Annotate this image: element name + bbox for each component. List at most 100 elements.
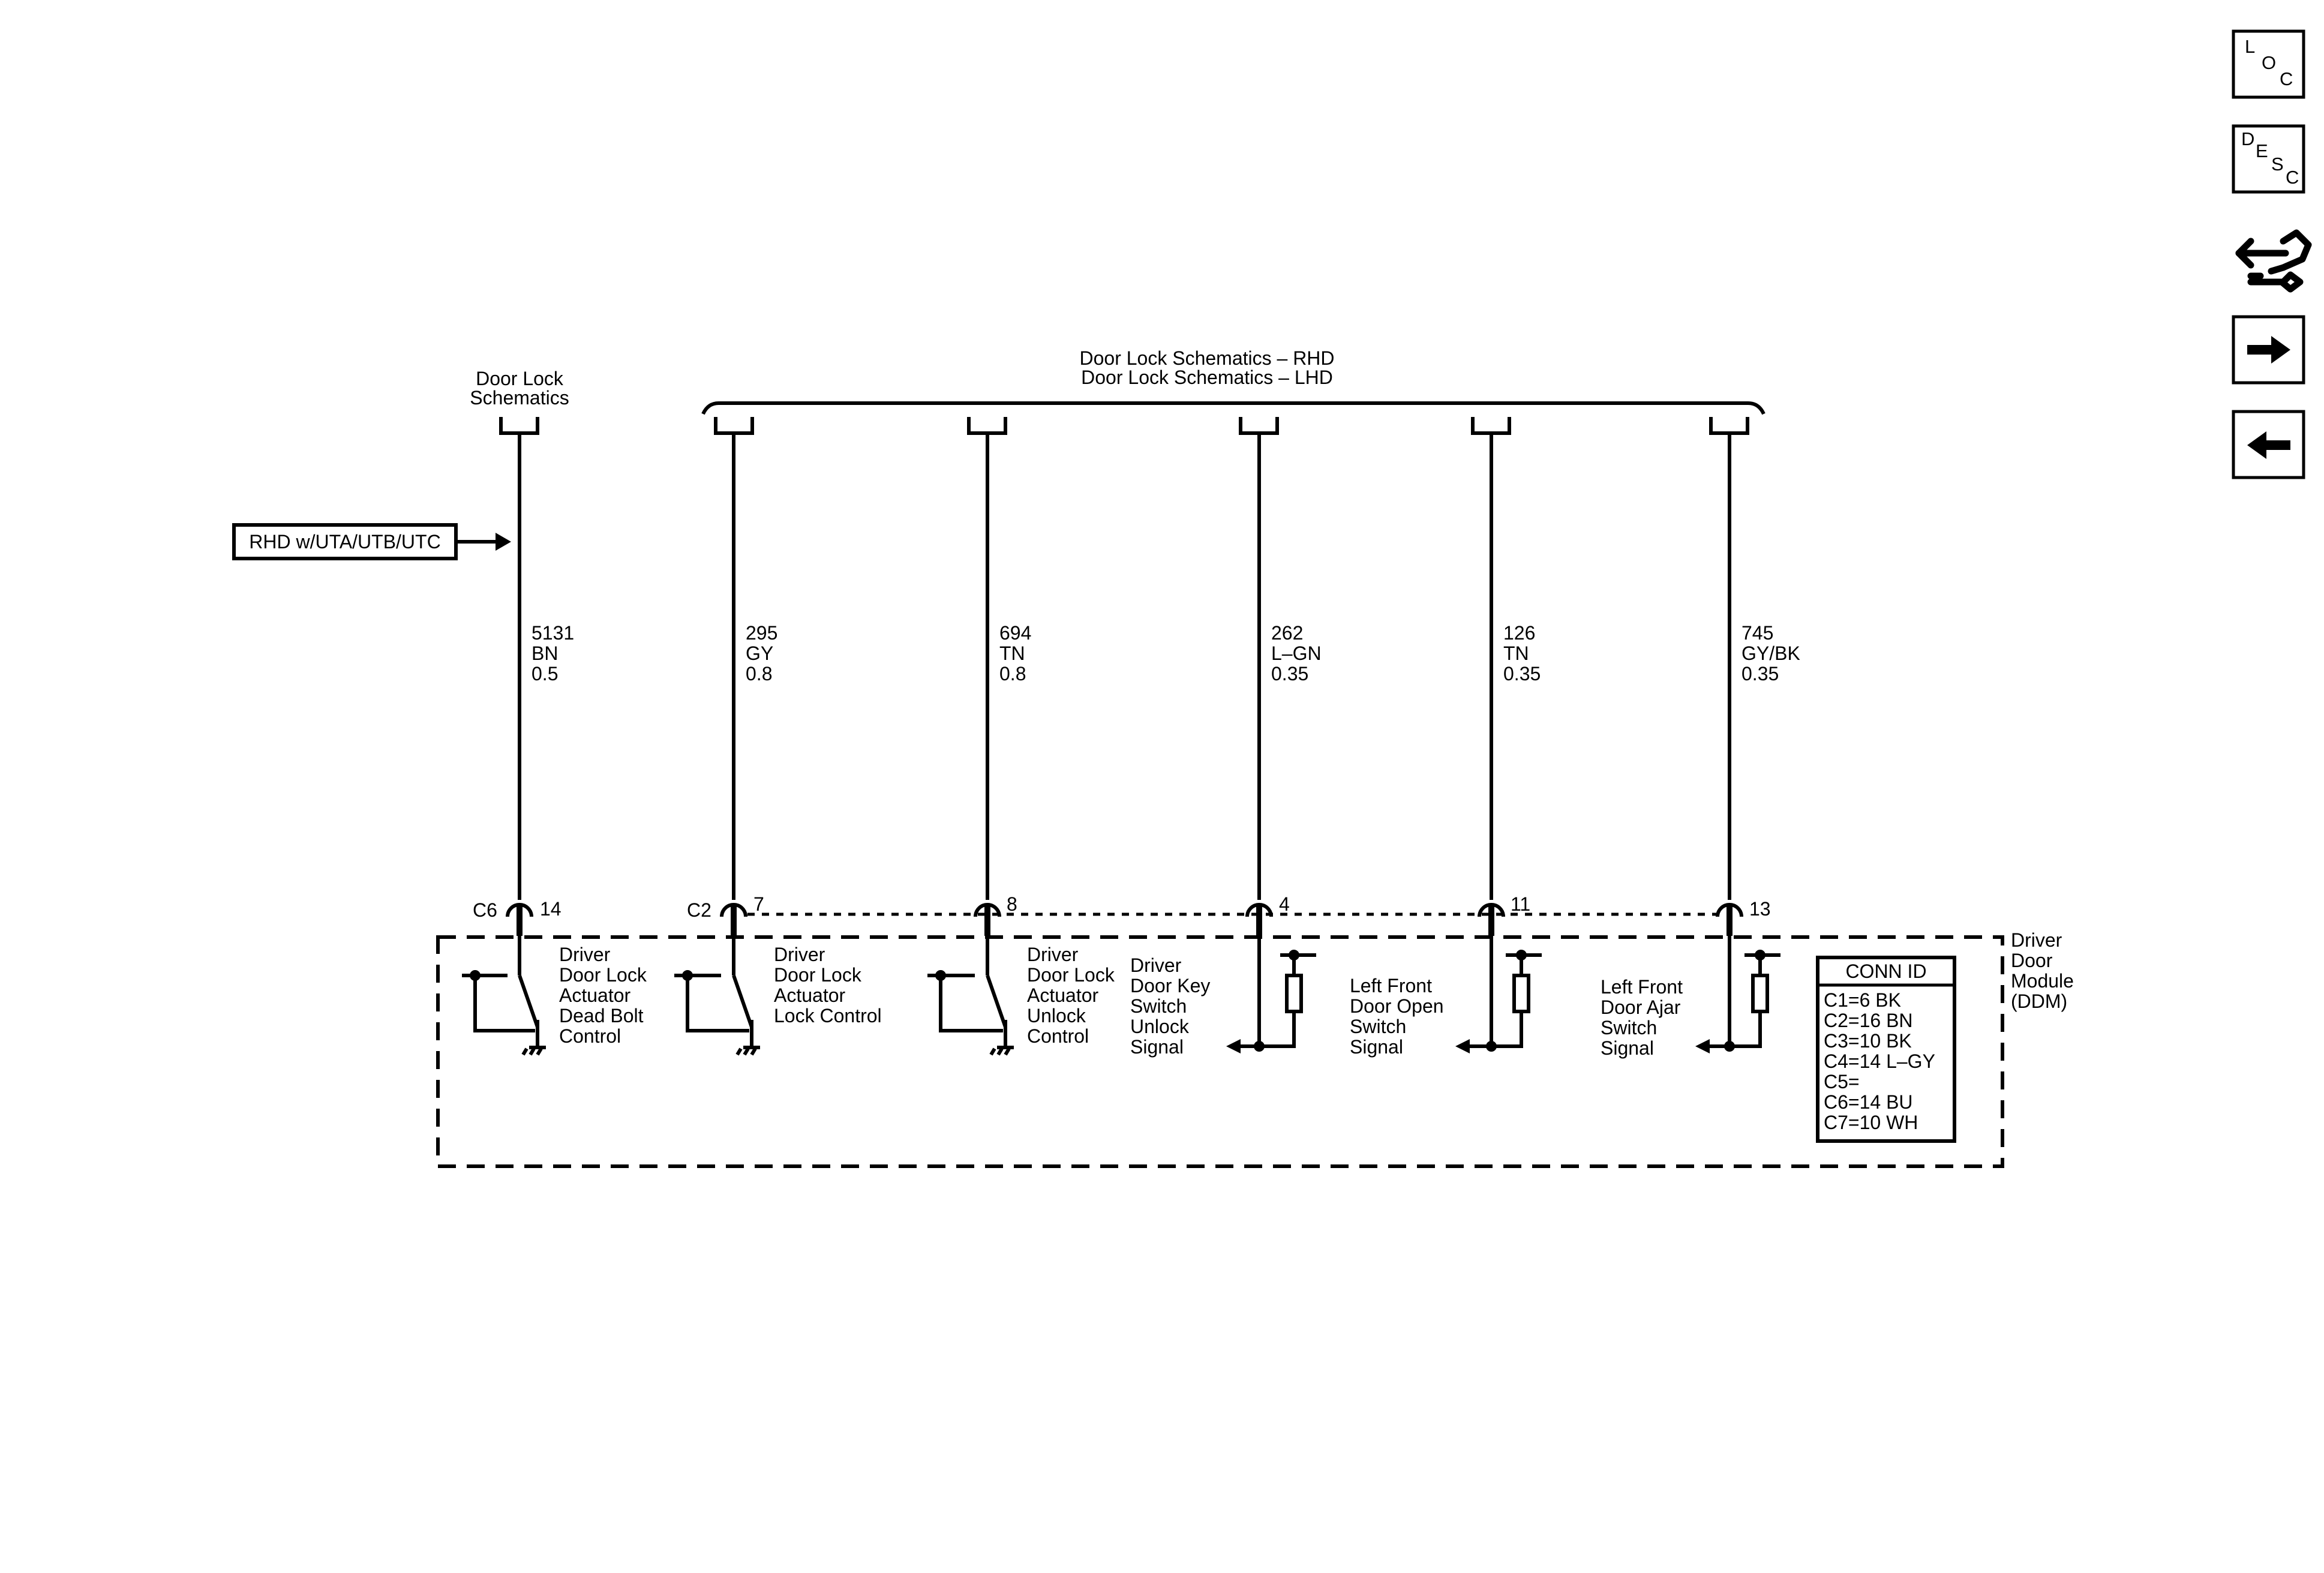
pin-label-7: 7 bbox=[753, 893, 764, 915]
svg-text:(DDM): (DDM) bbox=[2011, 990, 2067, 1012]
svg-text:Control: Control bbox=[559, 1025, 621, 1047]
wire-2-circuit: 295 bbox=[746, 622, 777, 644]
module-label: Driver Door Module (DDM) bbox=[2011, 929, 2074, 1012]
previous-page-button[interactable] bbox=[2232, 410, 2305, 479]
desc-letter-c: C bbox=[2286, 167, 2299, 188]
desc-letter-s: S bbox=[2271, 154, 2284, 175]
conn-id-rows: C1=6 BK C2=16 BN C3=10 BK C4=14 L–GY C5=… bbox=[1824, 989, 1935, 1133]
module-boundary bbox=[436, 935, 2004, 1168]
svg-text:Signal: Signal bbox=[1350, 1036, 1403, 1058]
svg-text:Control: Control bbox=[1027, 1025, 1089, 1047]
svg-text:Lock Control: Lock Control bbox=[774, 1005, 882, 1026]
left-reference-line1[interactable]: Door Lock bbox=[476, 368, 564, 389]
svg-text:Actuator: Actuator bbox=[774, 984, 846, 1006]
connector-c2-label: C2 bbox=[687, 899, 711, 921]
function-label-door-ajar: Left Front Door Ajar Switch Signal bbox=[1601, 976, 1683, 1059]
function-label-unlock-control: Driver Door Lock Actuator Unlock Control bbox=[1027, 944, 1115, 1047]
svg-text:Unlock: Unlock bbox=[1027, 1005, 1086, 1026]
svg-text:Driver: Driver bbox=[559, 944, 611, 965]
function-label-door-open: Left Front Door Open Switch Signal bbox=[1350, 975, 1444, 1058]
svg-text:Driver: Driver bbox=[2011, 929, 2062, 951]
wire-4-gauge: 0.35 bbox=[1271, 663, 1308, 685]
conn-id-title: CONN ID bbox=[1845, 960, 1926, 982]
function-label-dead-bolt: Driver Door Lock Actuator Dead Bolt Cont… bbox=[559, 944, 647, 1047]
desc-letter-d: D bbox=[2241, 128, 2254, 149]
pin-label-4: 4 bbox=[1279, 893, 1290, 915]
wire-1-gauge: 0.5 bbox=[532, 663, 558, 685]
pin-label-13: 13 bbox=[1749, 898, 1771, 920]
wire-5-color: TN bbox=[1503, 643, 1529, 664]
loc-letter-c: C bbox=[2280, 68, 2293, 89]
svg-text:Door Key: Door Key bbox=[1130, 975, 1210, 996]
output-switches bbox=[462, 936, 1014, 1056]
reference-stubs bbox=[499, 417, 1749, 435]
pin-label-14: 14 bbox=[540, 898, 562, 920]
svg-text:Door Ajar: Door Ajar bbox=[1601, 996, 1681, 1018]
wire-2-color: GY bbox=[746, 643, 773, 664]
connector-end-view-icon[interactable] bbox=[2235, 229, 2312, 293]
svg-text:C5=: C5= bbox=[1824, 1071, 1860, 1092]
pin-label-8: 8 bbox=[1007, 893, 1017, 915]
loc-button[interactable] bbox=[2232, 29, 2305, 99]
option-box-label: RHD w/UTA/UTB/UTC bbox=[249, 531, 440, 553]
svg-text:C1=6 BK: C1=6 BK bbox=[1824, 989, 1901, 1011]
wire-2-gauge: 0.8 bbox=[746, 663, 772, 685]
wire-5-gauge: 0.35 bbox=[1503, 663, 1541, 685]
pin-label-11: 11 bbox=[1511, 893, 1530, 915]
svg-text:Dead Bolt: Dead Bolt bbox=[559, 1005, 644, 1026]
wire-4-color: L–GN bbox=[1271, 643, 1322, 664]
svg-text:C4=14 L–GY: C4=14 L–GY bbox=[1824, 1050, 1935, 1072]
top-reference-rhd[interactable]: Door Lock Schematics – RHD bbox=[1079, 347, 1334, 369]
wire-6-circuit: 745 bbox=[1742, 622, 1773, 644]
svg-text:Signal: Signal bbox=[1130, 1036, 1184, 1058]
wire-4-circuit: 262 bbox=[1271, 622, 1303, 644]
option-arrow bbox=[456, 533, 511, 551]
top-reference-lhd[interactable]: Door Lock Schematics – LHD bbox=[1081, 367, 1333, 388]
wire-3-color: TN bbox=[999, 643, 1025, 664]
svg-text:Left Front: Left Front bbox=[1601, 976, 1683, 998]
wire-3-gauge: 0.8 bbox=[999, 663, 1026, 685]
svg-text:C2=16 BN: C2=16 BN bbox=[1824, 1010, 1913, 1031]
svg-text:Door Lock: Door Lock bbox=[1027, 964, 1115, 986]
svg-text:Driver: Driver bbox=[774, 944, 825, 965]
loc-letter-l: L bbox=[2245, 36, 2255, 57]
loc-letter-o: O bbox=[2262, 52, 2276, 73]
svg-text:Door Lock: Door Lock bbox=[559, 964, 647, 986]
connector-c6-label: C6 bbox=[473, 899, 497, 921]
svg-text:Driver: Driver bbox=[1130, 954, 1182, 976]
next-page-button[interactable] bbox=[2232, 315, 2305, 385]
svg-text:Switch: Switch bbox=[1601, 1017, 1657, 1038]
wire-6-gauge: 0.35 bbox=[1742, 663, 1779, 685]
svg-text:Actuator: Actuator bbox=[559, 984, 631, 1006]
svg-text:C3=10 BK: C3=10 BK bbox=[1824, 1030, 1912, 1052]
desc-button[interactable] bbox=[2232, 124, 2305, 194]
reference-bracket bbox=[701, 401, 1765, 415]
left-reference-line2[interactable]: Schematics bbox=[470, 387, 569, 409]
svg-text:Actuator: Actuator bbox=[1027, 984, 1099, 1006]
function-label-lock-control: Driver Door Lock Actuator Lock Control bbox=[774, 944, 882, 1026]
svg-text:C7=10 WH: C7=10 WH bbox=[1824, 1112, 1918, 1133]
wires bbox=[518, 433, 1731, 900]
wire-1-circuit: 5131 bbox=[532, 622, 574, 644]
svg-text:C6=14 BU: C6=14 BU bbox=[1824, 1091, 1913, 1113]
svg-text:Unlock: Unlock bbox=[1130, 1016, 1190, 1037]
input-circuits bbox=[1226, 936, 1780, 1053]
svg-text:Switch: Switch bbox=[1350, 1016, 1406, 1037]
wire-3-circuit: 694 bbox=[999, 622, 1031, 644]
desc-letter-e: E bbox=[2256, 140, 2268, 161]
svg-text:Left Front: Left Front bbox=[1350, 975, 1432, 996]
wire-6-color: GY/BK bbox=[1742, 643, 1800, 664]
svg-text:Switch: Switch bbox=[1130, 995, 1187, 1017]
function-label-key-switch: Driver Door Key Switch Unlock Signal bbox=[1130, 954, 1210, 1058]
conn-id-box bbox=[1816, 956, 1956, 1143]
wire-5-circuit: 126 bbox=[1503, 622, 1535, 644]
svg-text:Door Open: Door Open bbox=[1350, 995, 1444, 1017]
svg-text:Driver: Driver bbox=[1027, 944, 1079, 965]
svg-text:Door Lock: Door Lock bbox=[774, 964, 862, 986]
wire-1-color: BN bbox=[532, 643, 558, 664]
svg-text:Door: Door bbox=[2011, 950, 2053, 971]
option-box bbox=[232, 523, 458, 560]
svg-text:Module: Module bbox=[2011, 970, 2074, 992]
connector-pins bbox=[506, 903, 1743, 936]
